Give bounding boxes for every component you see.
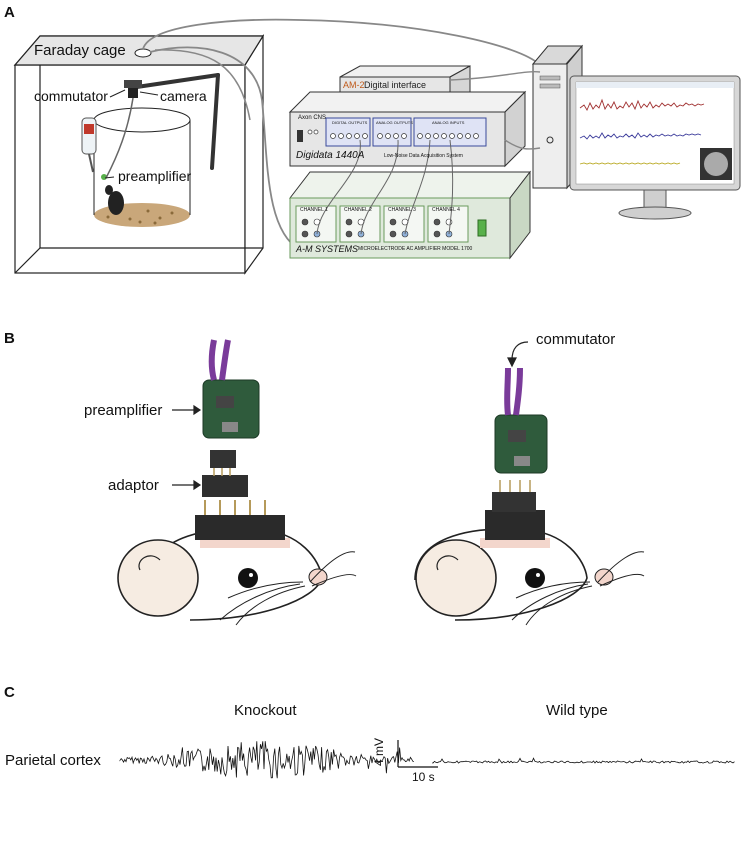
amp-channel-3: CHANNEL 3 bbox=[388, 207, 416, 213]
panel-a-setup-illustration bbox=[13, 18, 741, 275]
amp-channel-2: CHANNEL 2 bbox=[344, 207, 372, 213]
scale-bar bbox=[397, 740, 438, 768]
monitor-icon bbox=[569, 75, 741, 220]
digidata-subtitle-label: Low-Noise Data Acquisition System bbox=[384, 153, 463, 159]
panel-a-letter: A bbox=[4, 4, 15, 21]
electrode-connector-right bbox=[485, 480, 545, 540]
am2-model-label: AM-2 bbox=[343, 80, 365, 90]
wild-type-eeg-trace bbox=[432, 757, 735, 765]
faraday-cage-label: Faraday cage bbox=[34, 42, 126, 59]
amp-subtitle-label: MICROELECTRODE AC AMPLIFIER MODEL 1700 bbox=[358, 246, 473, 252]
mouse-icon bbox=[105, 185, 124, 215]
knockout-eeg-trace bbox=[119, 741, 415, 779]
scale-voltage-label: 4 mV bbox=[372, 737, 386, 766]
digidata-section-3: ANALOG INPUTS bbox=[432, 120, 465, 125]
parietal-cortex-label: Parietal cortex bbox=[5, 752, 101, 769]
mouse-head-left-icon bbox=[117, 528, 357, 626]
commutator-label: commutator bbox=[34, 88, 108, 104]
digidata-section-1: DIGITAL OUTPUTS bbox=[332, 120, 368, 125]
cable-port-icon bbox=[134, 48, 152, 58]
amp-channel-4: CHANNEL 4 bbox=[432, 207, 460, 213]
panel-b-letter: B bbox=[4, 330, 15, 347]
commutator-icon bbox=[124, 80, 142, 88]
knockout-label: Knockout bbox=[234, 702, 297, 719]
electrode-connector-left bbox=[195, 500, 285, 540]
preamplifier-label: preamplifier bbox=[118, 168, 192, 184]
scale-time-label: 10 s bbox=[412, 770, 435, 784]
digital-interface-label: Digital interface bbox=[364, 80, 427, 90]
digidata-name-label: Digidata 1440A bbox=[296, 150, 365, 161]
camera-label: camera bbox=[160, 88, 207, 104]
digidata-brand-label: Axon CNS bbox=[298, 115, 327, 121]
amplifier-box bbox=[288, 170, 532, 260]
preamplifier-board-right bbox=[494, 367, 548, 474]
camera-stand bbox=[128, 73, 220, 170]
digidata-section-2: ANALOG OUTPUTS bbox=[376, 120, 413, 125]
panel-b-preamplifier-label: preamplifier bbox=[84, 402, 163, 419]
camera-icon bbox=[128, 88, 138, 98]
preamplifier-board-left bbox=[202, 339, 260, 439]
wild-type-label: Wild type bbox=[546, 702, 608, 719]
faraday-cage bbox=[13, 33, 265, 275]
water-bottle-icon bbox=[81, 117, 97, 173]
preamplifier-icon bbox=[101, 174, 107, 180]
panel-c-letter: C bbox=[4, 684, 15, 701]
panel-b-commutator-label: commutator bbox=[536, 331, 616, 348]
eeg-traces bbox=[119, 741, 735, 779]
panel-b-adaptor-label: adaptor bbox=[108, 477, 159, 494]
panel-b-headstage-illustration bbox=[117, 339, 645, 626]
amp-channel-1: CHANNEL 1 bbox=[300, 207, 328, 213]
amp-brand-label: A-M SYSTEMS bbox=[296, 244, 359, 254]
mouse-head-right-icon bbox=[414, 528, 645, 626]
adaptor-left bbox=[202, 450, 248, 497]
